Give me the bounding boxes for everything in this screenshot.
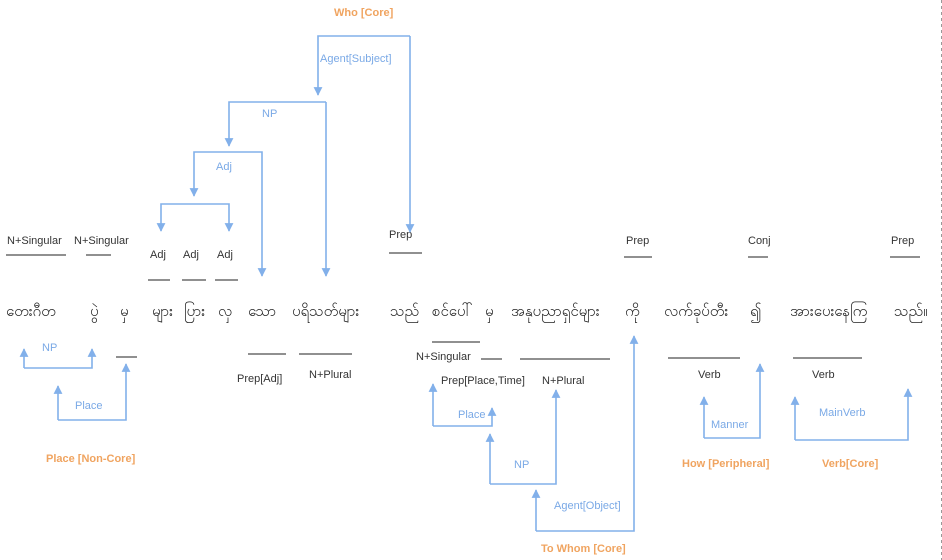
token-16: အားပေးနေကြ xyxy=(790,301,867,323)
np-mid-arrow-2 xyxy=(490,389,561,485)
token-8: ပရိသတ်များ xyxy=(292,302,359,323)
place-mid-arrow-2 xyxy=(433,407,497,427)
token-7: သော xyxy=(248,302,276,320)
token-12: အနုပညာရှင်များ xyxy=(511,302,600,323)
pos-tag: Verb xyxy=(812,369,835,381)
to-whom-arrow xyxy=(536,335,639,532)
token-14: လက်ခုပ်တီး xyxy=(664,302,728,323)
subject-tree-arrows: Agent[Subject] NP Adj xyxy=(156,35,415,277)
adj-1-arrow xyxy=(156,203,194,232)
pos-tags-below: Prep[Adj] N+Plural N+Singular Prep[Place… xyxy=(116,341,862,387)
place-left-arrow-2 xyxy=(58,363,131,421)
relation-label: Adj xyxy=(216,161,232,173)
token-17: သည်။ xyxy=(894,302,928,323)
role-place: Place [Non-Core] xyxy=(46,453,136,465)
object-tree-arrows: Place NP Agent[Object] xyxy=(428,335,639,532)
token-5: ပြား xyxy=(184,301,205,323)
pos-tag: Verb xyxy=(698,369,721,381)
role-verb-core: Verb[Core] xyxy=(822,458,879,470)
pos-tags-above: N+Singular N+Singular Adj Adj Adj Prep P… xyxy=(6,229,920,281)
adj-3-arrow xyxy=(194,203,234,232)
pos-tag: Prep xyxy=(626,235,649,247)
relation-label: Manner xyxy=(711,419,749,431)
token-4: များ xyxy=(152,302,173,323)
pos-tag: Adj xyxy=(183,249,199,261)
np-to-adj-arrow xyxy=(224,101,326,147)
pos-tag: N+Plural xyxy=(542,375,585,387)
pos-tag: Prep[Place,Time] xyxy=(441,375,525,387)
token-6: လှ xyxy=(218,302,232,323)
role-who: Who [Core] xyxy=(334,7,394,19)
agent-subject-arrow xyxy=(313,35,410,96)
main-verb-arrow-2 xyxy=(795,388,913,441)
sentence-tokens: တေးဂီတ ပွဲ မှ များ ပြား လှ သော ပရိသတ်မျာ… xyxy=(6,301,928,323)
pos-tag: N+Singular xyxy=(7,235,62,247)
pos-tag: Conj xyxy=(748,235,771,247)
token-13: ကို xyxy=(625,302,640,323)
relation-label: Agent[Object] xyxy=(554,500,621,512)
relation-label: Agent[Subject] xyxy=(320,53,392,65)
token-2: ပွဲ xyxy=(90,302,99,323)
pos-tag: Prep xyxy=(891,235,914,247)
relation-label: Place xyxy=(75,400,103,412)
pos-tag: N+Plural xyxy=(309,369,352,381)
semantic-roles: Who [Core] Place [Non-Core] To Whom [Cor… xyxy=(46,7,879,555)
np-left-arrow-2 xyxy=(24,348,97,369)
relation-label: NP xyxy=(514,459,529,471)
pos-tag: N+Singular xyxy=(74,235,129,247)
manner-arrow-2 xyxy=(704,363,765,439)
token-3: မှ xyxy=(120,302,129,323)
token-15: ၍ xyxy=(750,302,761,323)
relation-label: NP xyxy=(42,342,57,354)
place-tree-arrows: NP Place xyxy=(19,342,131,421)
relation-label: MainVerb xyxy=(819,407,865,419)
token-10: စင်ပေါ် xyxy=(432,302,472,320)
pos-tag: Prep xyxy=(389,229,412,241)
role-how: How [Peripheral] xyxy=(682,458,770,470)
token-1: တေးဂီတ xyxy=(6,302,56,320)
relation-label: Place xyxy=(458,409,486,421)
pos-tag: N+Singular xyxy=(416,351,471,363)
token-11: မှ xyxy=(485,302,494,323)
adj-branch-arrow xyxy=(189,151,229,197)
pos-tag: Adj xyxy=(217,249,233,261)
pos-tag: Prep[Adj] xyxy=(237,373,282,385)
relation-label: NP xyxy=(262,108,277,120)
verb-tree-arrows: Manner MainVerb xyxy=(699,363,913,441)
token-9: သည် xyxy=(390,302,419,323)
pos-tag: Adj xyxy=(150,249,166,261)
role-to-whom: To Whom [Core] xyxy=(541,543,626,555)
adj-to-prep-adj-arrow xyxy=(229,151,267,277)
